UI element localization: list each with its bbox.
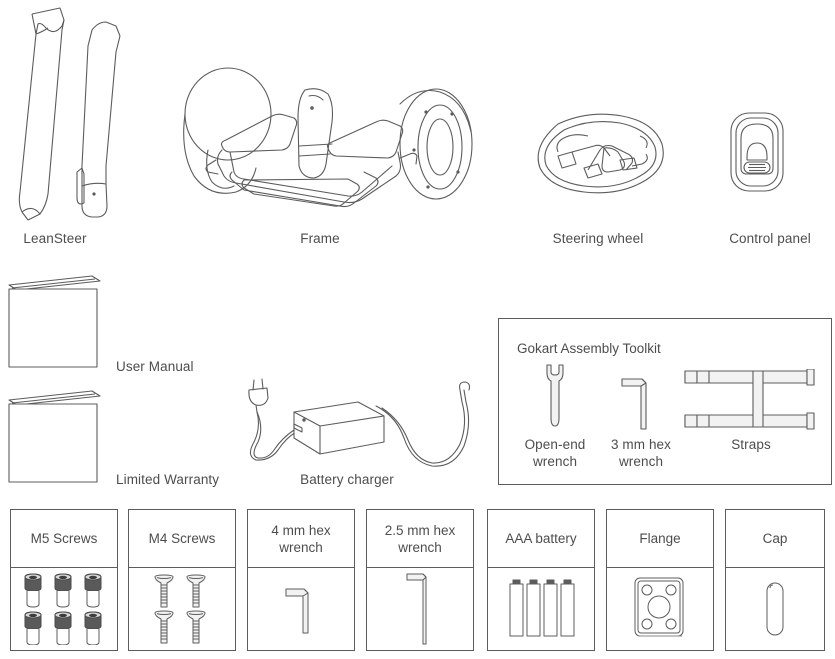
cap-icon	[726, 568, 824, 650]
battery-charger-caption: Battery charger	[300, 472, 394, 487]
straps-caption: Straps	[731, 437, 771, 452]
toolkit-title: Gokart Assembly Toolkit	[517, 341, 661, 356]
frame-illustration	[168, 52, 478, 224]
parts-box-aaa-battery: AAA battery	[487, 509, 595, 651]
parts-box-label-hex-wrench-25mm: 2.5 mm hex wrench	[367, 510, 473, 568]
leansteer-illustration	[8, 4, 143, 226]
open-end-wrench-icon	[541, 360, 569, 432]
parts-box-hex-wrench-4mm: 4 mm hex wrench	[247, 509, 355, 651]
parts-box-label-flange: Flange	[607, 510, 713, 568]
hex-wrench-icon-25mm	[367, 568, 473, 650]
parts-box-label-aaa-battery: AAA battery	[488, 510, 594, 568]
hex-wrench-icon-3mm	[620, 375, 652, 433]
straps-icon	[683, 369, 815, 431]
limited-warranty-illustration	[6, 390, 106, 485]
frame-caption: Frame	[300, 231, 340, 246]
open-end-wrench-caption: Open-end wrench	[524, 437, 586, 469]
gokart-assembly-toolkit-box	[498, 318, 832, 485]
parts-box-m5-screws: M5 Screws	[10, 509, 118, 651]
parts-box-label-cap: Cap	[726, 510, 824, 568]
steering-wheel-illustration	[528, 108, 668, 198]
socket-head-screws-icon	[11, 568, 117, 650]
parts-box-hex-wrench-25mm: 2.5 mm hex wrench	[366, 509, 474, 651]
parts-box-m4-screws: M4 Screws	[128, 509, 236, 651]
parts-box-label-m5-screws: M5 Screws	[11, 510, 117, 568]
hex-wrench-3mm-caption: 3 mm hex wrench	[610, 437, 672, 469]
hex-wrench-icon-4mm	[248, 568, 354, 650]
flat-head-screws-icon	[129, 568, 235, 650]
user-manual-caption: User Manual	[116, 359, 194, 374]
parts-box-cap: Cap	[725, 509, 825, 651]
parts-box-label-m4-screws: M4 Screws	[129, 510, 235, 568]
flange-icon	[607, 568, 713, 650]
leansteer-caption: LeanSteer	[23, 231, 87, 246]
battery-charger-illustration	[236, 376, 482, 472]
aaa-battery-icon	[488, 568, 594, 650]
user-manual-illustration	[6, 275, 106, 370]
limited-warranty-caption: Limited Warranty	[116, 472, 220, 487]
steering-wheel-caption: Steering wheel	[552, 231, 644, 246]
leansteer-illustration-second-bar	[76, 16, 136, 224]
control-panel-illustration	[727, 110, 787, 196]
parts-box-label-hex-wrench-4mm: 4 mm hex wrench	[248, 510, 354, 568]
parts-box-flange: Flange	[606, 509, 714, 651]
control-panel-caption: Control panel	[729, 231, 811, 246]
